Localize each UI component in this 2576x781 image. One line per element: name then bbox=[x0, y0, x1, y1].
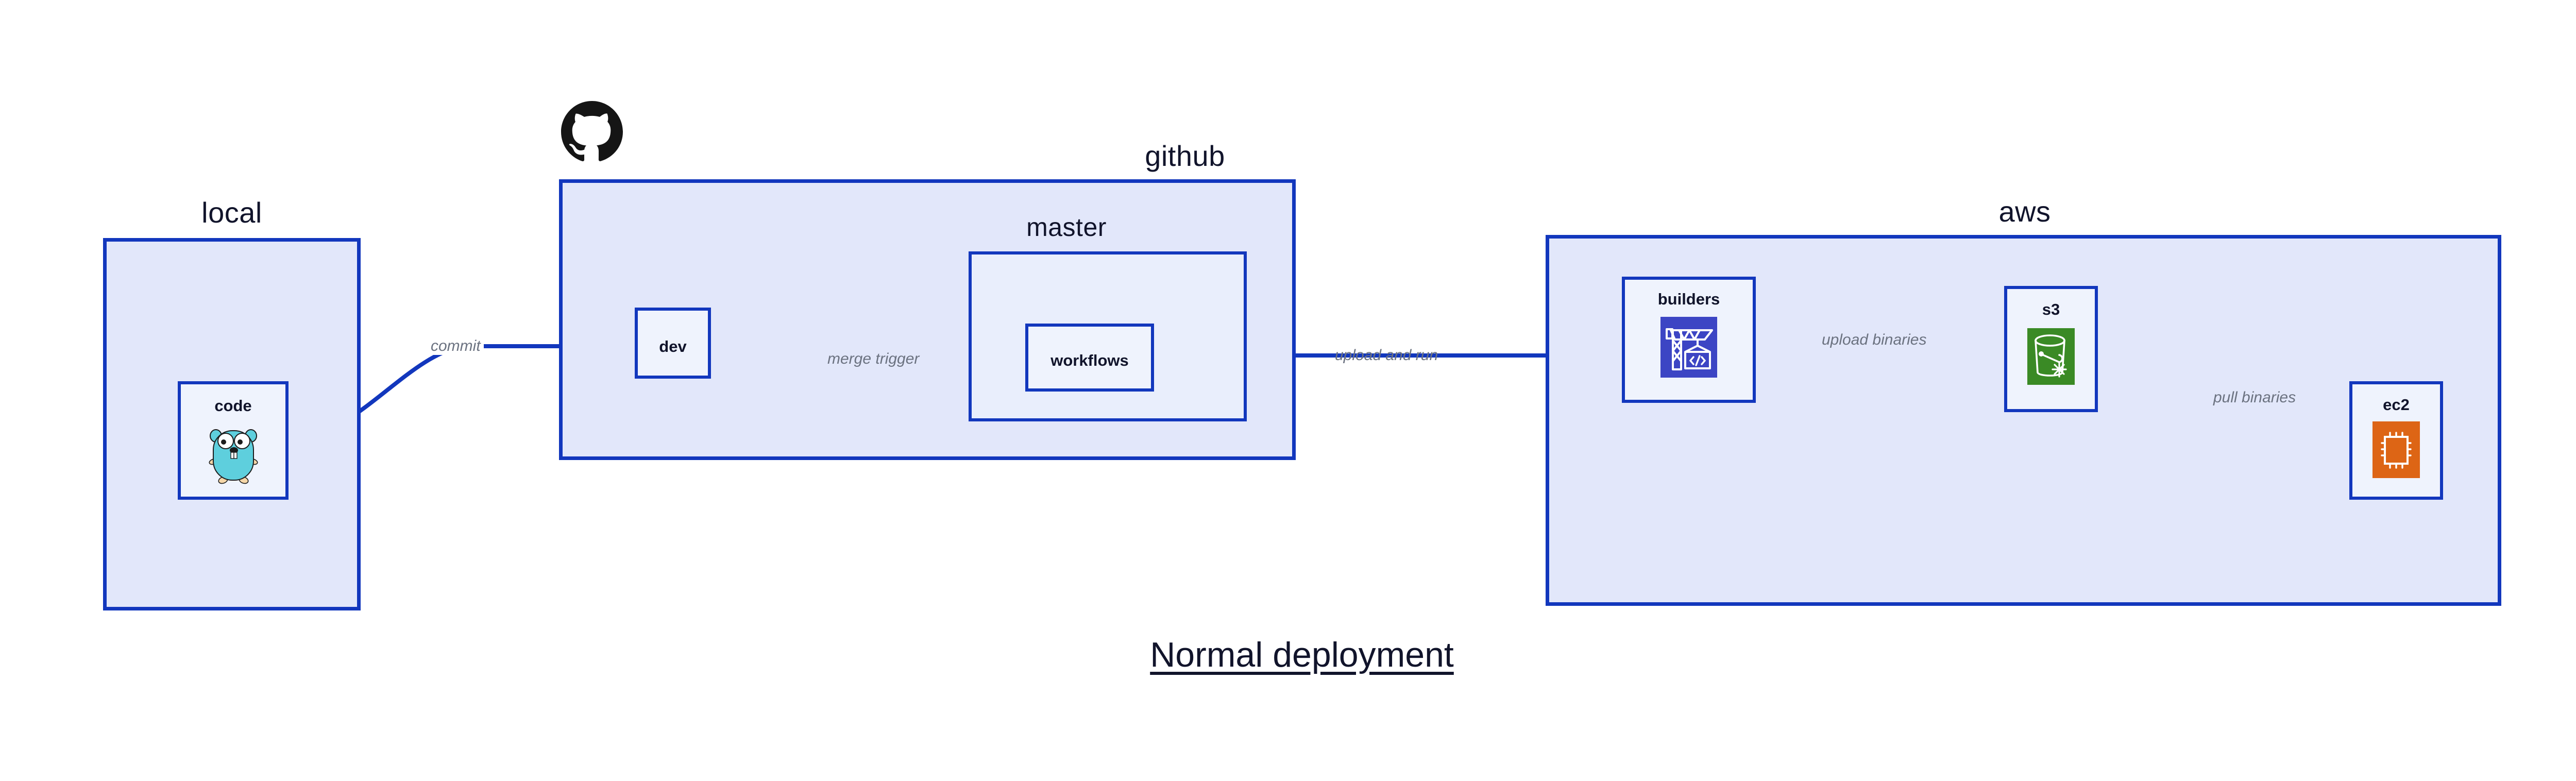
node-ec2[interactable]: ec2 bbox=[2349, 381, 2443, 500]
subgroup-label-master: master bbox=[1026, 213, 1107, 242]
edge-label-upload-binaries: upload binaries bbox=[1819, 331, 1930, 349]
node-code[interactable]: code bbox=[178, 381, 289, 500]
node-ec2-label: ec2 bbox=[2383, 396, 2410, 414]
diagram-title: Normal deployment bbox=[1150, 635, 1454, 674]
go-gopher-icon bbox=[205, 423, 262, 485]
edge-label-merge-trigger: merge trigger bbox=[824, 350, 923, 368]
edge-label-commit: commit bbox=[428, 337, 484, 355]
node-s3-label: s3 bbox=[2042, 300, 2060, 318]
group-label-aws: aws bbox=[1998, 195, 2051, 228]
node-dev[interactable]: dev bbox=[635, 308, 711, 379]
aws-ec2-icon bbox=[2372, 421, 2420, 478]
github-octocat-logo bbox=[559, 98, 625, 170]
node-workflows-label: workflows bbox=[1050, 351, 1129, 369]
node-dev-label: dev bbox=[659, 337, 687, 355]
node-s3[interactable]: s3 bbox=[2004, 286, 2098, 412]
aws-s3-glacier-icon bbox=[2027, 328, 2075, 385]
node-builders-label: builders bbox=[1657, 290, 1720, 308]
node-builders[interactable]: builders bbox=[1622, 277, 1756, 403]
group-label-local: local bbox=[201, 196, 262, 229]
node-workflows[interactable]: workflows bbox=[1025, 324, 1154, 392]
group-label-github: github bbox=[1145, 140, 1225, 172]
edge-label-upload-and-run: upload and run bbox=[1335, 347, 1438, 364]
edge-label-pull-binaries: pull binaries bbox=[2210, 389, 2299, 406]
aws-codebuild-icon bbox=[1660, 317, 1717, 378]
node-code-label: code bbox=[214, 397, 252, 415]
